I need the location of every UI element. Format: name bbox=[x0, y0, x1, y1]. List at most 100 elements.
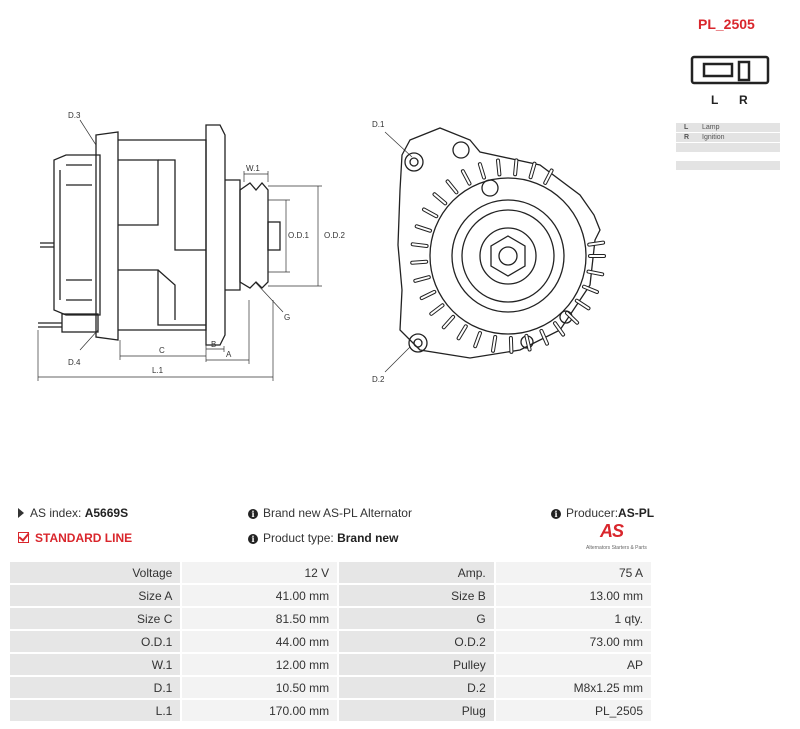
cell-gap bbox=[180, 585, 183, 606]
spec-value: AP bbox=[495, 654, 651, 675]
g-label: G bbox=[284, 313, 290, 322]
pin-key: L bbox=[684, 124, 689, 131]
info-icon: i bbox=[248, 534, 258, 544]
cell-gap bbox=[493, 677, 496, 698]
as-index-value: A5669S bbox=[84, 506, 129, 520]
spec-value: 13.00 mm bbox=[495, 585, 651, 606]
vent-slot bbox=[474, 332, 481, 348]
od1-label: O.D.1 bbox=[288, 231, 309, 240]
spec-label: Size C bbox=[10, 608, 181, 629]
c-label: C bbox=[159, 346, 165, 355]
d4-label: D.4 bbox=[68, 358, 81, 367]
d2-label: D.2 bbox=[372, 375, 385, 384]
cell-gap bbox=[180, 700, 183, 721]
vent-slot bbox=[430, 304, 444, 315]
spec-value: 44.00 mm bbox=[182, 631, 338, 652]
spec-value: 10.50 mm bbox=[182, 677, 338, 698]
cell-gap bbox=[337, 700, 340, 721]
vent-slot bbox=[478, 163, 485, 179]
vent-slot bbox=[492, 336, 497, 352]
vent-slot bbox=[583, 285, 598, 293]
cell-gap bbox=[337, 608, 340, 629]
product-description: i Brand new AS-PL Alternator bbox=[248, 506, 412, 520]
cell-gap bbox=[493, 700, 496, 721]
spec-value: M8x1.25 mm bbox=[495, 677, 651, 698]
description-text: Brand new AS-PL Alternator bbox=[263, 506, 412, 520]
spec-value: 75 A bbox=[495, 562, 651, 583]
vent-slot bbox=[566, 312, 579, 324]
cell-gap bbox=[180, 677, 183, 698]
cell-gap bbox=[493, 654, 496, 675]
pin-row: L Lamp bbox=[676, 123, 780, 132]
w1-label: W.1 bbox=[246, 164, 260, 173]
producer-label: Producer: bbox=[566, 506, 619, 520]
vent-slot bbox=[514, 159, 518, 176]
logo-subtitle: Alternators Starters & Parts bbox=[586, 545, 647, 551]
vent-slot bbox=[497, 159, 501, 176]
as-pl-logo: AS Alternators Starters & Parts bbox=[586, 521, 652, 555]
spec-label: W.1 bbox=[10, 654, 181, 675]
producer-value: AS-PL bbox=[618, 506, 655, 520]
plug-pin-right-label: R bbox=[739, 93, 748, 107]
alternator-technical-drawing: D.3 D.4 W.1 O.D.1 O.D.2 G C B A L.1 D.1 … bbox=[37, 55, 770, 384]
vent-slot bbox=[411, 243, 428, 247]
cell-gap bbox=[337, 631, 340, 652]
vent-slot bbox=[554, 322, 565, 336]
cell-gap bbox=[180, 562, 183, 583]
as-index: AS index: A5669S bbox=[18, 506, 128, 520]
cell-gap bbox=[493, 562, 496, 583]
spec-value: 41.00 mm bbox=[182, 585, 338, 606]
vent-slot bbox=[446, 180, 458, 194]
spec-label: G bbox=[339, 608, 494, 629]
spec-label: Plug bbox=[339, 700, 494, 721]
spec-label: Voltage bbox=[10, 562, 181, 583]
vent-slot bbox=[509, 337, 513, 353]
pin-key: R bbox=[684, 134, 690, 141]
a-label: A bbox=[226, 350, 232, 359]
info-icon: i bbox=[248, 509, 258, 519]
product-type: i Product type: Brand new bbox=[248, 531, 398, 545]
vent-slot bbox=[461, 170, 471, 185]
checkbox-checked-icon bbox=[18, 532, 29, 543]
plug-title: PL_2505 bbox=[698, 16, 755, 32]
vent-slot bbox=[588, 241, 605, 246]
pin-row bbox=[676, 143, 780, 152]
cell-gap bbox=[493, 631, 496, 652]
pin-value: Lamp bbox=[702, 124, 720, 131]
spec-value: 170.00 mm bbox=[182, 700, 338, 721]
cell-gap bbox=[180, 608, 183, 629]
producer: i Producer:AS-PL bbox=[551, 506, 654, 520]
product-type-value: Brand new bbox=[337, 531, 399, 545]
cell-gap bbox=[337, 585, 340, 606]
vent-slot bbox=[411, 260, 428, 264]
vent-slot bbox=[544, 169, 553, 184]
spec-label: Pulley bbox=[339, 654, 494, 675]
spec-value: 73.00 mm bbox=[495, 631, 651, 652]
vent-slot bbox=[587, 270, 604, 276]
l1-label: L.1 bbox=[152, 366, 164, 375]
info-icon: i bbox=[551, 509, 561, 519]
cell-gap bbox=[180, 631, 183, 652]
d3-label: D.3 bbox=[68, 111, 81, 120]
standard-line: STANDARD LINE bbox=[18, 531, 132, 545]
d1-label: D.1 bbox=[372, 120, 385, 129]
pin-row bbox=[676, 161, 780, 170]
spec-label: L.1 bbox=[10, 700, 181, 721]
standard-line-label: STANDARD LINE bbox=[35, 531, 133, 545]
spec-label: Size A bbox=[10, 585, 181, 606]
vent-slot bbox=[415, 225, 431, 232]
spec-label: Amp. bbox=[339, 562, 494, 583]
vent-slot bbox=[423, 208, 438, 218]
vent-slot bbox=[575, 299, 590, 310]
spec-value: 81.50 mm bbox=[182, 608, 338, 629]
product-type-label: Product type: bbox=[263, 531, 334, 545]
cell-gap bbox=[180, 654, 183, 675]
as-index-label: AS index: bbox=[30, 506, 82, 520]
pin-value: Ignition bbox=[702, 134, 725, 141]
vent-slot bbox=[540, 329, 548, 345]
